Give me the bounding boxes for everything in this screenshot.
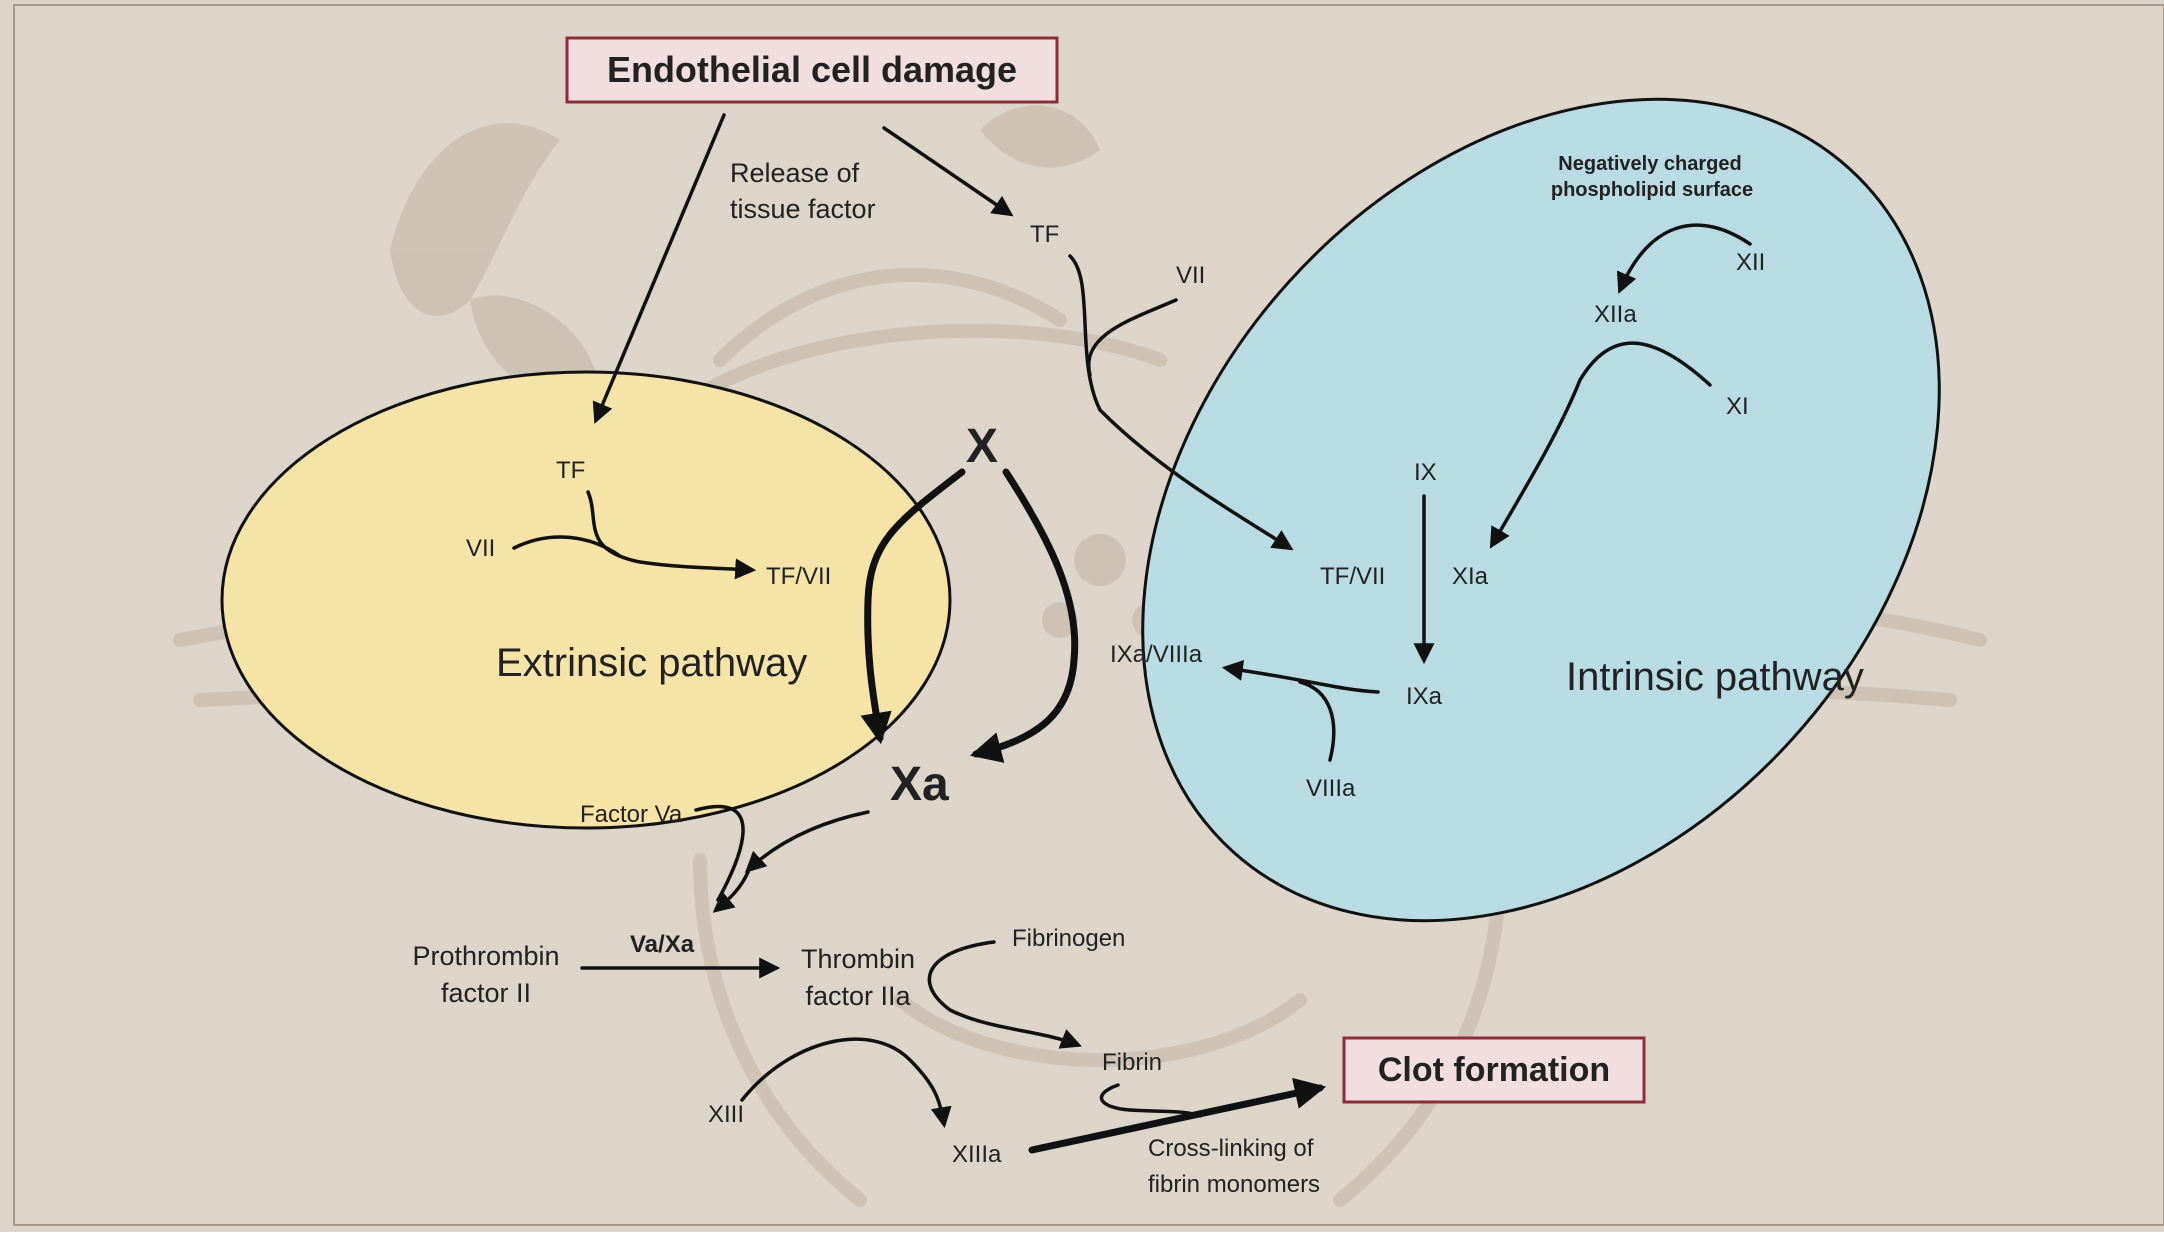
xiii-label: XIII <box>708 1101 744 1128</box>
extrinsic-pathway-label: Extrinsic pathway <box>496 641 807 685</box>
xiia-label: XIIa <box>1594 301 1637 328</box>
thrombin-line2: factor IIa <box>805 981 911 1011</box>
factor-xa-label: Xa <box>890 758 949 811</box>
top-vii-label: VII <box>1176 262 1205 289</box>
prothrombin-line2: factor II <box>441 978 531 1008</box>
extrinsic-tfvii-label: TF/VII <box>766 563 831 590</box>
fibrinogen-label: Fibrinogen <box>1012 925 1125 952</box>
viiia-label: VIIIa <box>1306 775 1356 802</box>
intrinsic-pathway-label: Intrinsic pathway <box>1566 655 1864 699</box>
xia-label: XIa <box>1452 563 1489 590</box>
ixa-label: IXa <box>1406 683 1443 710</box>
endothelial-damage-label: Endothelial cell damage <box>607 49 1017 90</box>
xi-label: XI <box>1726 393 1749 420</box>
extrinsic-tf-label: TF <box>556 457 585 484</box>
ix-label: IX <box>1414 459 1437 486</box>
thrombin-line1: Thrombin <box>801 944 915 974</box>
tfvii-intrinsic-label: TF/VII <box>1320 563 1385 590</box>
extrinsic-pathway-ellipse <box>222 372 950 828</box>
ixa-viiia-label: IXa/VIIIa <box>1110 641 1203 668</box>
factor-va-label: Factor Va <box>580 801 683 828</box>
fibrin-label: Fibrin <box>1102 1049 1162 1076</box>
release-tf-line2: tissue factor <box>730 194 876 224</box>
top-tf-label: TF <box>1030 221 1059 248</box>
factor-x-label: X <box>966 420 998 473</box>
prothrombin-line1: Prothrombin <box>412 941 559 971</box>
crosslink-line1: Cross-linking of <box>1148 1135 1314 1162</box>
phospholipid-line2: phospholipid surface <box>1551 179 1753 201</box>
crosslink-line2: fibrin monomers <box>1148 1171 1320 1198</box>
va-xa-label: Va/Xa <box>630 931 695 958</box>
phospholipid-line1: Negatively charged <box>1558 153 1741 175</box>
xiiia-label: XIIIa <box>952 1141 1002 1168</box>
extrinsic-vii-label: VII <box>466 535 495 562</box>
xii-label: XII <box>1736 249 1765 276</box>
clot-formation-label: Clot formation <box>1378 1051 1610 1089</box>
release-tf-line1: Release of <box>730 158 860 188</box>
